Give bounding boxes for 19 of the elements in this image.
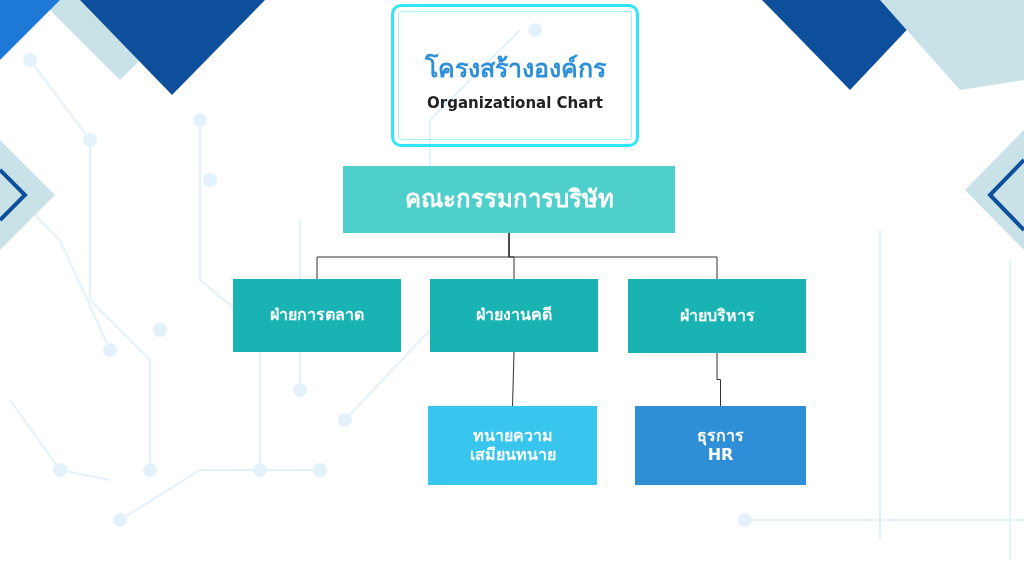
- org-box: [233, 279, 401, 352]
- title: โครงสร้างองค์กร: [424, 52, 606, 85]
- org-box: [628, 279, 806, 353]
- box-label: คณะกรรมการบริษัท: [404, 185, 614, 214]
- box-label: ฝ่ายบริหาร: [679, 306, 755, 326]
- connector-line: [716, 352, 721, 407]
- box-label: HR: [707, 445, 734, 464]
- box-label: ฝ่ายการตลาด: [270, 306, 364, 325]
- connector-line: [512, 351, 515, 407]
- org-box: [428, 406, 597, 485]
- box-label: ทนายความ: [472, 427, 553, 446]
- box-label: ธุรการ: [697, 427, 744, 446]
- org-box: [430, 279, 598, 352]
- org-box: [635, 406, 806, 485]
- connector-line: [508, 232, 718, 280]
- box-label: เสมียนทนาย: [469, 445, 556, 464]
- org-box: [343, 166, 675, 233]
- subtitle: Organizational Chart: [427, 93, 603, 112]
- box-label: ฝ่ายงานคดี: [476, 306, 552, 325]
